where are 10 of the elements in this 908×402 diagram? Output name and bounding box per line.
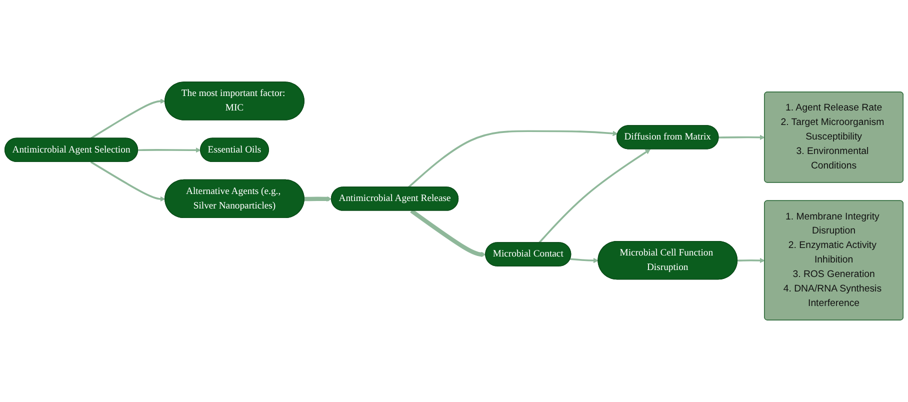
arrow	[304, 196, 332, 202]
arrow	[408, 130, 618, 188]
arrow	[738, 258, 765, 264]
arrow	[90, 161, 166, 202]
arrow	[538, 149, 651, 244]
arrow	[410, 209, 486, 258]
arrow	[138, 147, 201, 153]
arrow	[90, 98, 166, 140]
arrow	[718, 134, 765, 140]
arrow	[570, 258, 599, 264]
